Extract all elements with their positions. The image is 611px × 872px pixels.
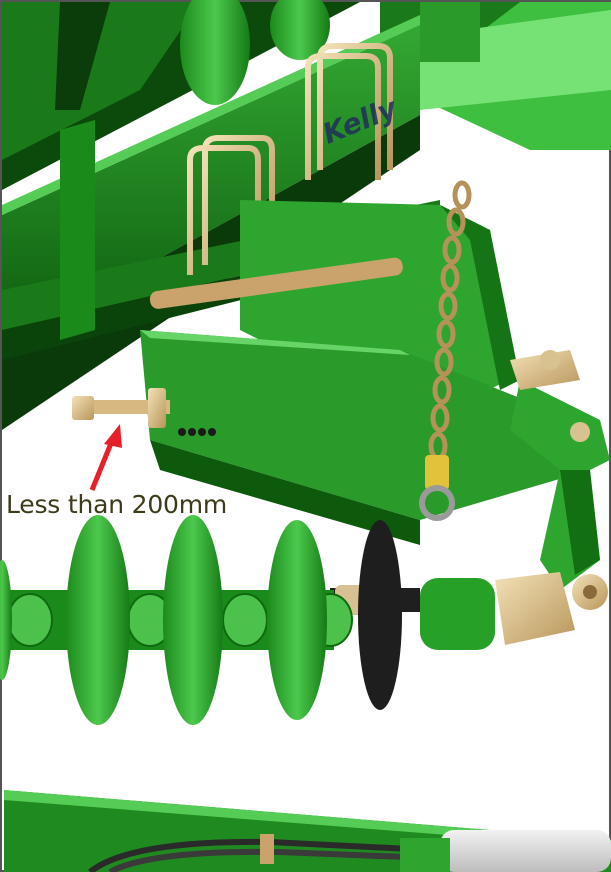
mount-bracket — [60, 120, 520, 420]
brass-links — [510, 350, 590, 442]
upper-right-housing — [380, 2, 611, 150]
red-arrow — [89, 424, 122, 491]
lower-frame — [4, 790, 611, 872]
disc-2 — [163, 515, 223, 725]
clevis-link — [420, 572, 608, 650]
disc-1 — [66, 515, 130, 725]
measurement-label: Less than 200mm — [6, 490, 228, 519]
disc-gang — [0, 515, 402, 725]
chain — [428, 180, 472, 461]
swing-arm — [140, 330, 610, 590]
chain-shackle — [419, 455, 455, 521]
disc-3 — [267, 520, 327, 720]
pivot-pin — [149, 257, 403, 309]
u-bolts — [187, 43, 393, 275]
black-disc — [358, 520, 402, 710]
adjustment-bolt — [72, 388, 216, 436]
